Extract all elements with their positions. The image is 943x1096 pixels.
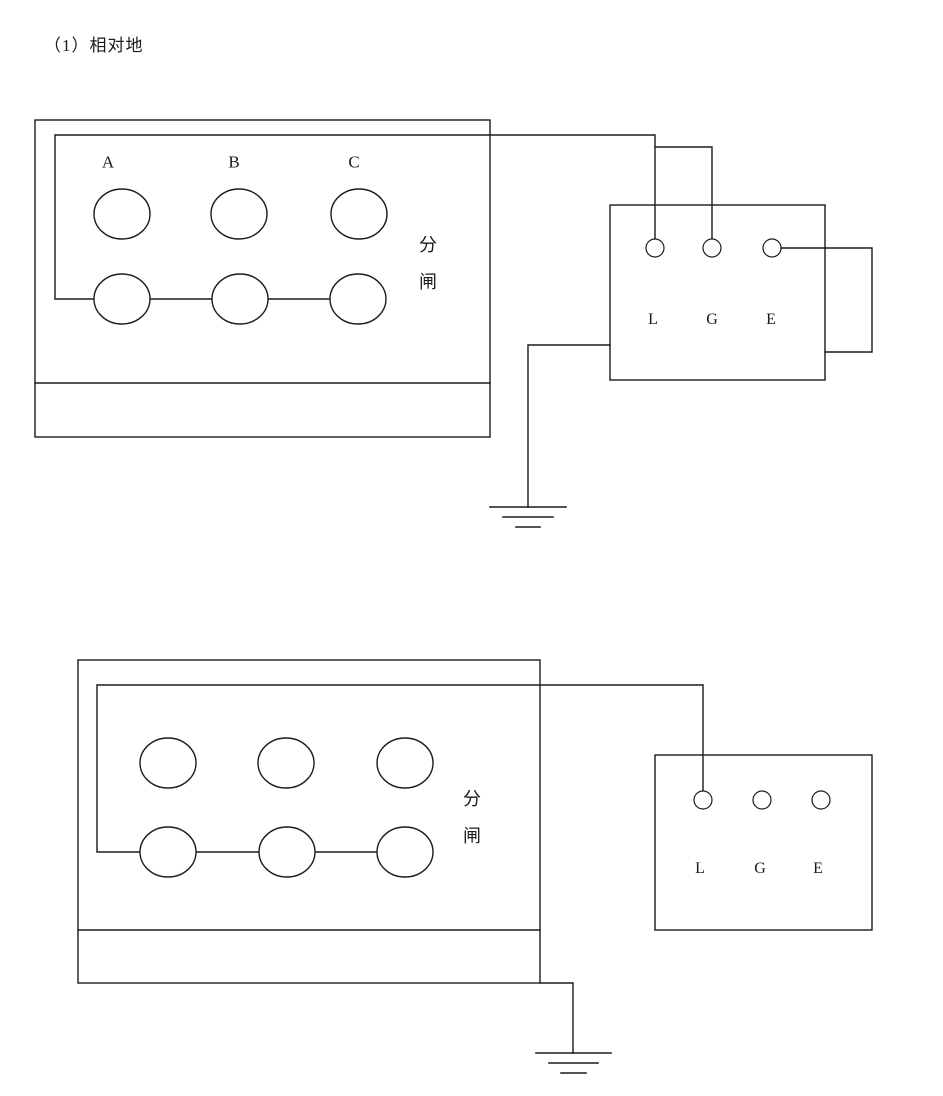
bushing-c-2 — [376, 737, 434, 789]
breaker-unit-2 — [77, 659, 704, 984]
feed-branch-wire-1 — [654, 146, 713, 240]
phase-label-a: A — [101, 152, 115, 172]
breaker-state-label-1: 分闸 — [419, 235, 437, 292]
contact-1-1 — [93, 273, 151, 325]
terminal-label-l-2: L — [695, 860, 705, 877]
terminal-label-l-1: L — [648, 311, 658, 328]
ground-symbol-2 — [535, 1052, 612, 1074]
bushing-a-2 — [139, 737, 197, 789]
terminal-label-g-2: G — [754, 860, 766, 877]
breaker-unit-1 — [34, 119, 713, 438]
terminal-label-e-2: E — [813, 860, 823, 877]
breaker-outline-1 — [34, 119, 491, 438]
terminal-e-1 — [762, 238, 782, 258]
page-title: （1）相对地 — [44, 36, 144, 55]
megger-outline-2 — [654, 754, 873, 931]
contact-3-1 — [329, 273, 387, 325]
megger-unit-1 — [609, 204, 873, 381]
terminal-label-g-1: G — [706, 311, 718, 328]
bushing-c-1 — [330, 188, 388, 240]
ground-symbol-1 — [489, 506, 567, 528]
feed-wire-1 — [54, 134, 656, 300]
terminal-label-e-1: E — [766, 311, 776, 328]
terminal-g-1 — [702, 238, 722, 258]
breaker-outline-2 — [77, 659, 541, 984]
terminal-e-2 — [811, 790, 831, 810]
megger-outline-1 — [609, 204, 826, 381]
contact-2-2 — [258, 826, 316, 878]
grounding-2 — [535, 982, 612, 1074]
contact-3-2 — [376, 826, 434, 878]
breaker-state-label-2: 分闸 — [463, 789, 481, 846]
megger-unit-2 — [654, 754, 873, 931]
contact-1-2 — [139, 826, 197, 878]
ground-wire-1 — [527, 344, 611, 508]
bushing-a-1 — [93, 188, 151, 240]
grounding-1 — [489, 344, 611, 528]
terminal-g-2 — [752, 790, 772, 810]
terminal-l-2 — [693, 790, 713, 810]
bushing-b-2 — [257, 737, 315, 789]
ground-wire-2 — [539, 982, 574, 1054]
contact-2-1 — [211, 273, 269, 325]
feed-wire-2 — [96, 684, 704, 853]
phase-label-b: B — [228, 152, 240, 172]
e-terminal-wire-1 — [780, 247, 873, 353]
phase-label-c: C — [348, 152, 360, 172]
bushing-b-1 — [210, 188, 268, 240]
terminal-l-1 — [645, 238, 665, 258]
